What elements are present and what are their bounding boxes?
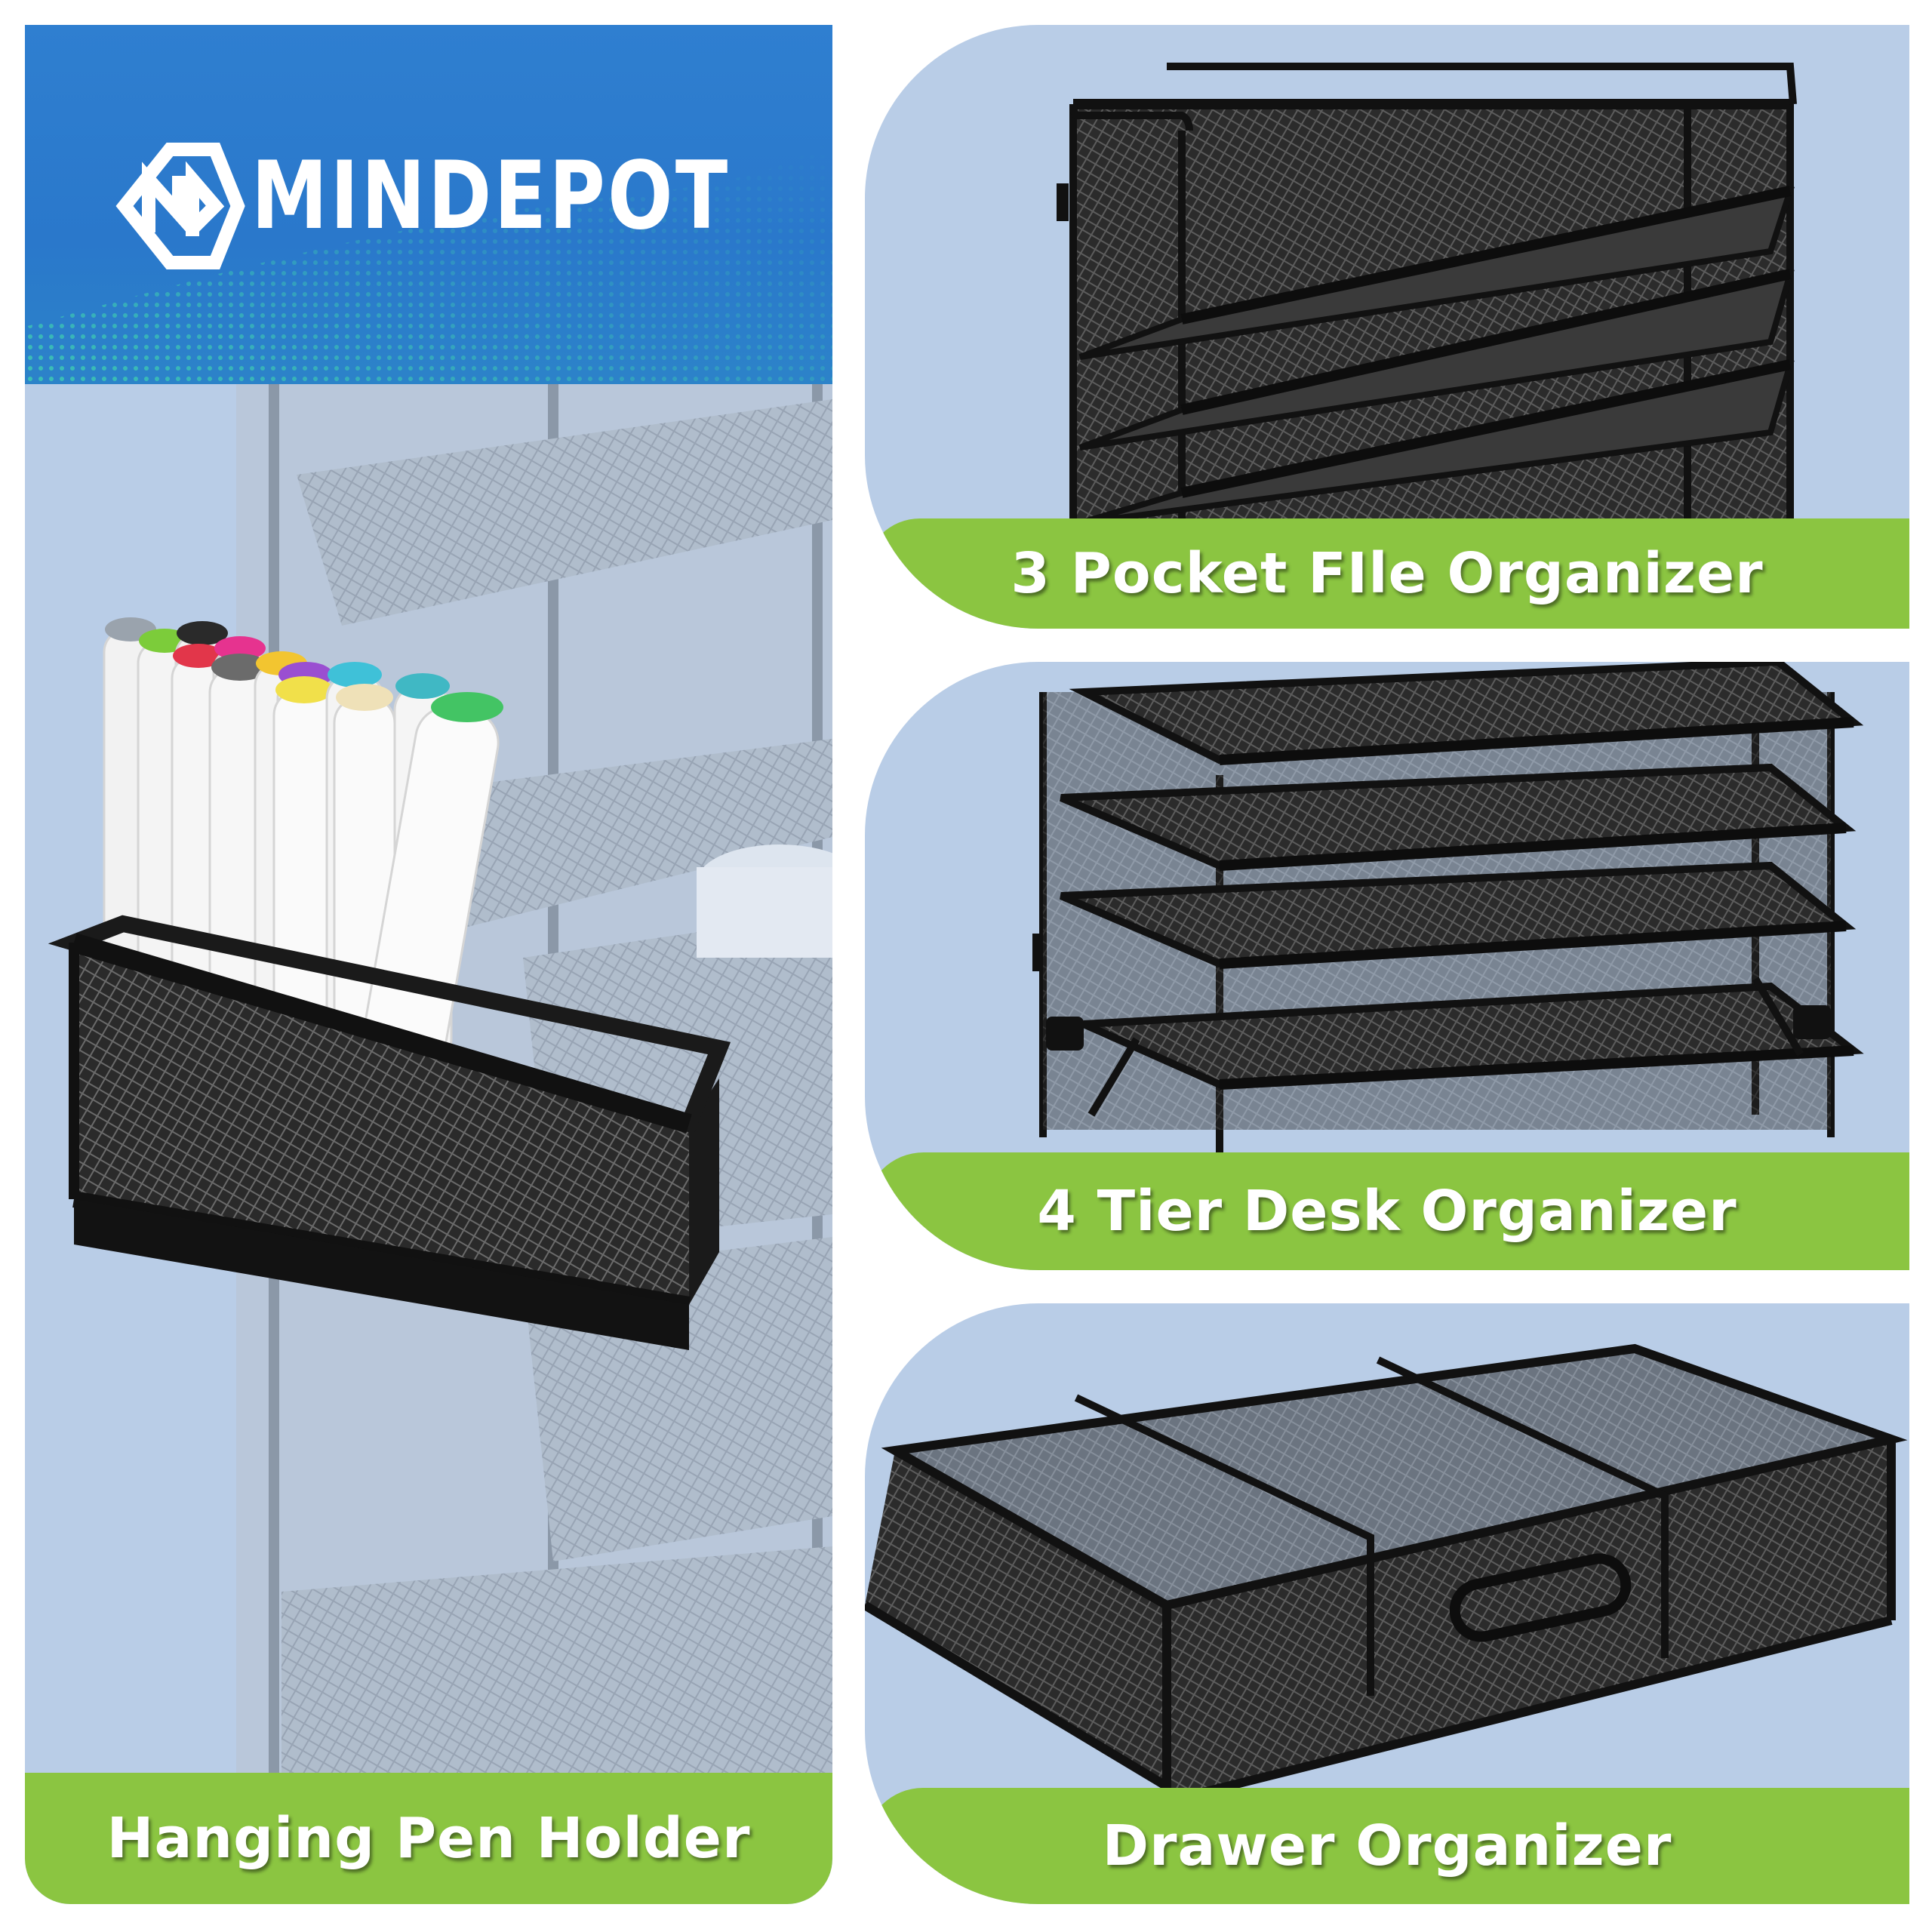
file-organizer-panel: 3 Pocket FIle Organizer: [865, 25, 1909, 629]
file-organizer-illustration: [1057, 63, 1797, 523]
pen-holder-basket: [48, 915, 731, 1350]
pen-holder-panel: MINDEPOT: [25, 25, 832, 1904]
label-bar-drawer-organizer: Drawer Organizer: [865, 1788, 1909, 1904]
drawer-organizer-panel: Drawer Organizer: [865, 1303, 1909, 1904]
label-drawer-organizer: Drawer Organizer: [1102, 1814, 1672, 1878]
label-3-pocket-file-organizer: 3 Pocket FIle Organizer: [1011, 541, 1764, 606]
desk-organizer-illustration: [1032, 662, 1864, 1152]
mindepot-logo-icon: [115, 143, 245, 269]
label-bar-desk-organizer: 4 Tier Desk Organizer: [865, 1152, 1909, 1270]
desk-organizer-panel: 4 Tier Desk Organizer: [865, 662, 1909, 1270]
pen-holder-illustration: [48, 384, 832, 1803]
label-4-tier-desk-organizer: 4 Tier Desk Organizer: [1037, 1179, 1737, 1244]
brand-name: MINDEPOT: [251, 142, 731, 251]
drawer-organizer-illustration: [865, 1343, 1908, 1801]
dot-pattern-decoration: [25, 25, 832, 384]
label-hanging-pen-holder: Hanging Pen Holder: [106, 1806, 751, 1871]
brand-header: MINDEPOT: [25, 25, 832, 384]
label-bar-file-organizer: 3 Pocket FIle Organizer: [865, 518, 1909, 629]
label-bar-pen-holder: Hanging Pen Holder: [25, 1773, 832, 1904]
